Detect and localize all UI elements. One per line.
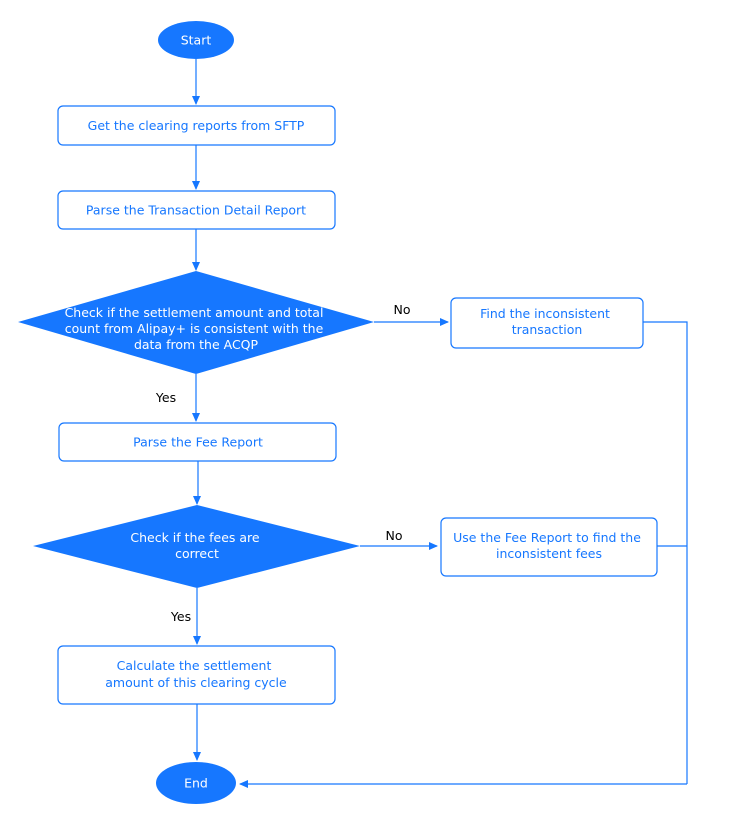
- start-node: [158, 21, 234, 59]
- yes-label-1: Yes: [155, 390, 176, 405]
- get-reports-label: Get the clearing reports from SFTP: [88, 118, 305, 133]
- no-label-2: No: [386, 528, 403, 543]
- calculate-box: [57, 645, 336, 705]
- parse-detail-box: [57, 190, 336, 230]
- check-amount-decision: [18, 271, 374, 374]
- end-label: End: [184, 776, 208, 791]
- use-fee-report-line-2: inconsistent fees: [496, 546, 602, 561]
- calculate-line-1: Calculate the settlement: [117, 658, 272, 673]
- get-reports-box: [57, 105, 336, 146]
- check-fees-decision: [33, 505, 360, 588]
- check-amount-line-3: data from the ACQP: [134, 337, 259, 352]
- find-inconsistent-line-1: Find the inconsistent: [480, 306, 610, 321]
- check-fees-line-1: Check if the fees are: [130, 530, 260, 545]
- no-label-1: No: [394, 302, 411, 317]
- end-node: [156, 762, 236, 804]
- edge-parse-fee-to-check-fees: [193, 461, 201, 505]
- use-fee-report-label: Use the Fee Report to find the inconsist…: [453, 530, 645, 561]
- parse-fee-box: [58, 422, 337, 462]
- check-fees-line-2: correct: [175, 546, 219, 561]
- parse-detail-label: Parse the Transaction Detail Report: [86, 203, 306, 218]
- parse-fee-label: Parse the Fee Report: [133, 435, 263, 450]
- check-amount-line-2: count from Alipay+ is consistent with th…: [65, 321, 324, 336]
- edge-find-inconsistent-return: [643, 321, 688, 784]
- calculate-line-2: amount of this clearing cycle: [105, 675, 287, 690]
- find-inconsistent-line-2: transaction: [512, 322, 583, 337]
- find-inconsistent-label: Find the inconsistent transaction: [480, 306, 614, 337]
- find-inconsistent-box: [450, 297, 644, 349]
- use-fee-report-box: [440, 517, 658, 577]
- calculate-label: Calculate the settlement amount of this …: [105, 658, 287, 690]
- check-fees-label: Check if the fees are correct: [130, 530, 263, 561]
- check-amount-label: Check if the settlement amount and total…: [65, 305, 328, 352]
- use-fee-report-line-1: Use the Fee Report to find the: [453, 530, 641, 545]
- check-amount-line-1: Check if the settlement amount and total: [65, 305, 324, 320]
- start-label: Start: [181, 33, 212, 48]
- yes-label-2: Yes: [170, 609, 191, 624]
